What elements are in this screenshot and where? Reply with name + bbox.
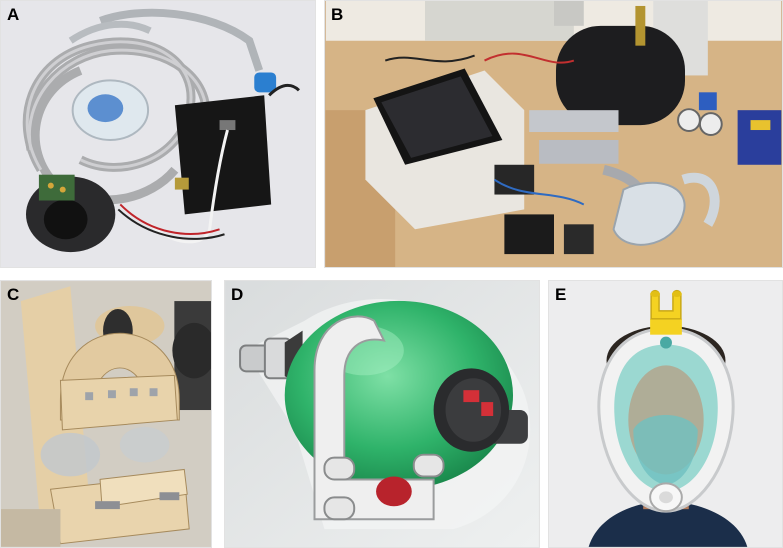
panel-label-c: C — [7, 285, 20, 304]
panel-e: E — [548, 280, 783, 548]
panel-b: B — [324, 0, 783, 268]
panel-label-e: E — [555, 285, 567, 304]
panel-c: C — [0, 280, 212, 548]
panel-d-render — [225, 281, 539, 547]
panel-a-photo — [1, 1, 315, 267]
panel-a: A — [0, 0, 316, 268]
panel-label-a: A — [7, 5, 20, 24]
panel-e-photo — [549, 281, 782, 547]
panel-label-b: B — [331, 5, 344, 24]
panel-d: D — [224, 280, 540, 548]
panel-c-photo — [1, 281, 211, 547]
panel-b-photo — [325, 1, 782, 267]
panel-label-d: D — [231, 285, 244, 304]
